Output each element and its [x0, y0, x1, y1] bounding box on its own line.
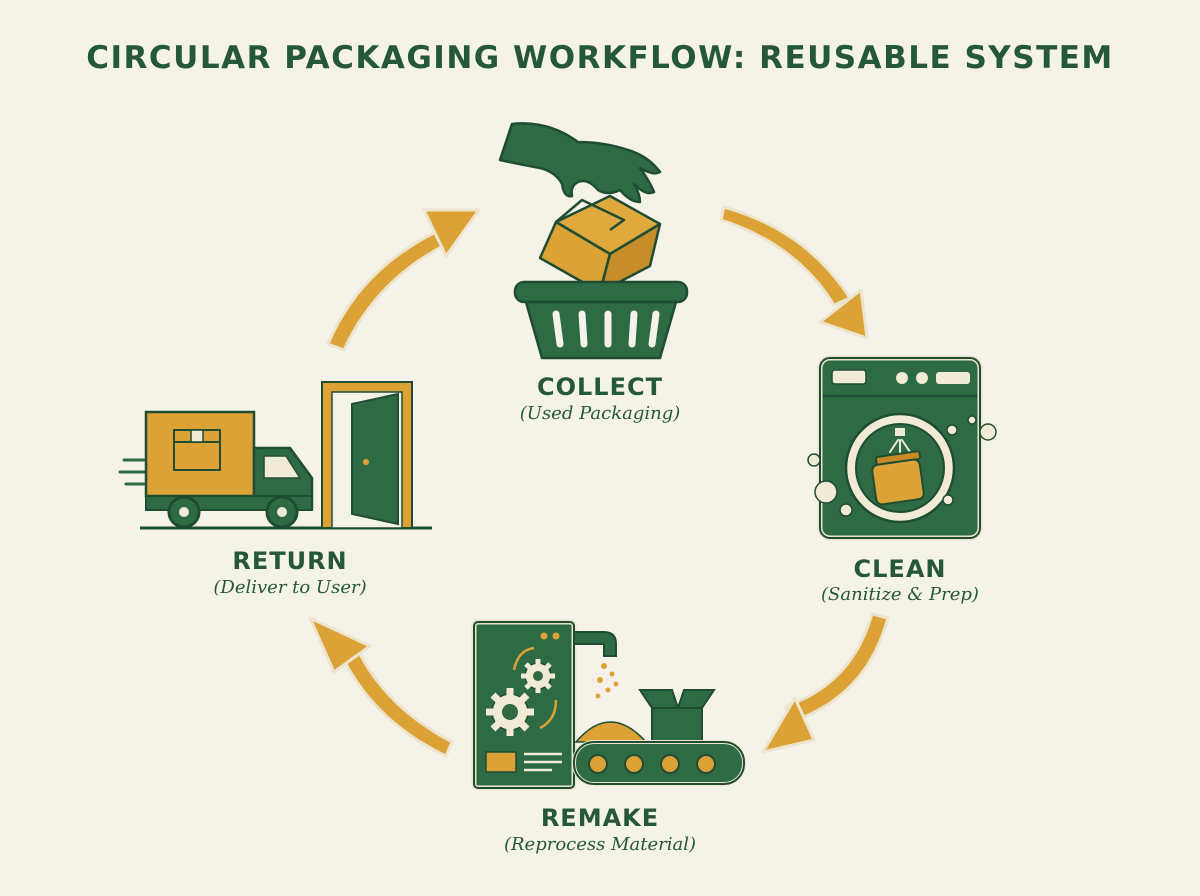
flow-arrow-return-to-collect: [326, 208, 481, 352]
step-subtitle-clean: (Sanitize & Prep): [821, 584, 979, 605]
step-subtitle-collect: (Used Packaging): [519, 403, 681, 424]
washing-machine-jar-icon: [807, 355, 997, 541]
step-label-remake: REMAKE: [540, 804, 660, 832]
hand-basket-box-icon: [498, 122, 689, 360]
step-label-clean: CLEAN: [853, 555, 947, 583]
diagram-title: CIRCULAR PACKAGING WORKFLOW: REUSABLE SY…: [86, 40, 1114, 76]
hand-icon: [498, 122, 662, 204]
factory-conveyor-icon: [471, 619, 746, 791]
step-label-return: RETURN: [232, 547, 348, 575]
flow-arrow-remake-to-return: [308, 616, 454, 758]
gear-icon: [521, 659, 555, 693]
gear-icon: [486, 688, 534, 736]
step-subtitle-remake: (Reprocess Material): [503, 834, 697, 855]
delivery-truck-door-icon: [118, 381, 432, 530]
step-label-collect: COLLECT: [537, 373, 663, 401]
flow-arrow-collect-to-clean: [719, 205, 869, 340]
step-subtitle-return: (Deliver to User): [213, 577, 367, 598]
flow-arrow-clean-to-remake: [761, 612, 890, 754]
